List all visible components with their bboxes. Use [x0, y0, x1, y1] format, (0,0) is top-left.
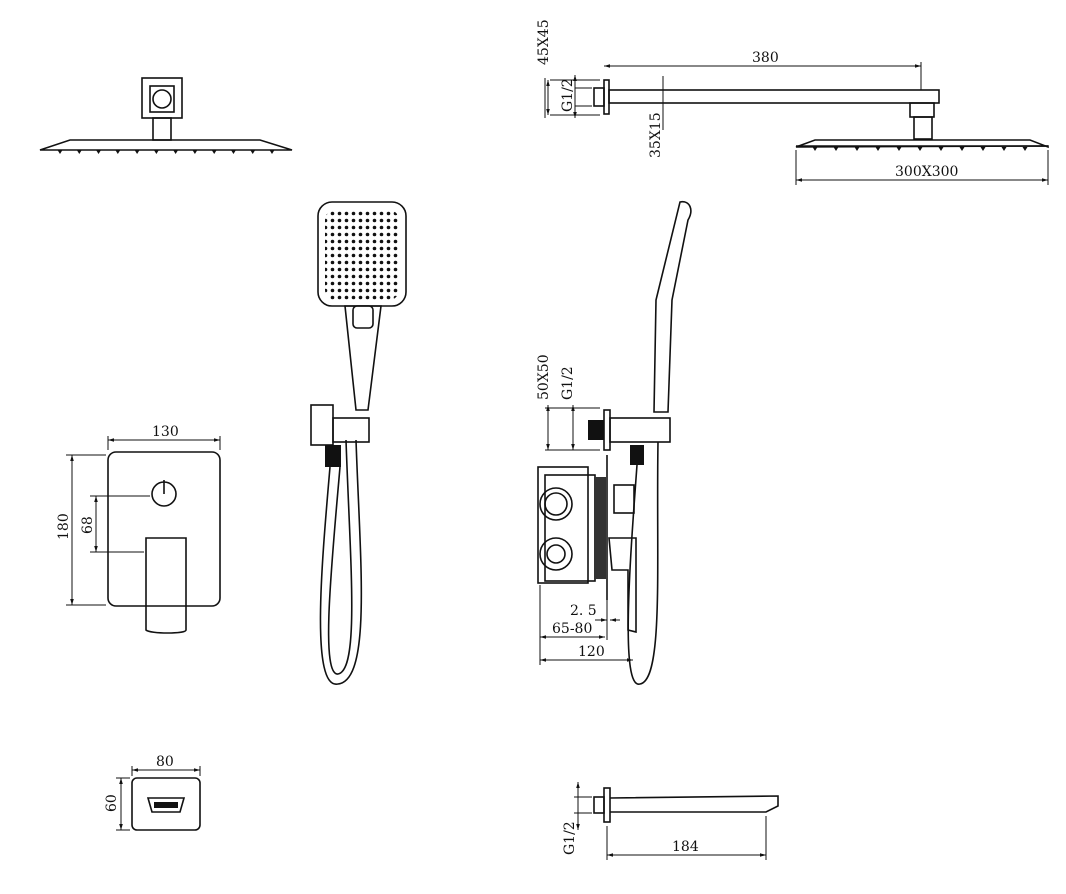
hand-shower-side-view: [588, 200, 692, 685]
shower-arm-side-view: 45X45 G1/2 380 35X15 300X300: [536, 19, 1049, 185]
dim-arm-flange: 45X45: [536, 19, 552, 65]
dim-arm-section: 35X15: [648, 112, 664, 158]
hand-shower-front-view: [310, 201, 407, 685]
nozzle-mark: [938, 147, 944, 151]
nozzle-mark: [230, 150, 236, 154]
nozzle-mark: [211, 150, 217, 154]
dim-wall-depth: 65-80: [552, 621, 592, 637]
nozzle-mark: [1022, 147, 1028, 151]
nozzle-mark: [134, 150, 140, 154]
nozzle-mark: [173, 150, 179, 154]
nozzle-mark: [192, 150, 198, 154]
valve-body-side-view: 50X50 G1/2 2. 5 65-80 120: [536, 354, 637, 665]
mixer-plate-front-view: 130 180 68: [56, 424, 221, 634]
dim-arm-length: 380: [752, 50, 779, 66]
nozzle-mark: [269, 150, 275, 154]
nozzle-mark: [896, 147, 902, 151]
dim-holder-flange: 50X50: [536, 354, 552, 400]
nozzle-mark: [833, 147, 839, 151]
nozzle-mark: [250, 150, 256, 154]
dim-spout-length: 184: [672, 839, 699, 855]
dim-arm-thread: G1/2: [560, 78, 576, 112]
nozzle-mark: [76, 150, 82, 154]
nozzle-mark: [153, 150, 159, 154]
dim-plate-gap: 2. 5: [570, 603, 597, 619]
dim-spout-plate-width: 80: [156, 754, 174, 770]
spout-front-view: 80 60: [104, 754, 201, 831]
nozzle-mark: [115, 150, 121, 154]
dim-handle-offset: 68: [80, 516, 96, 534]
spout-side-view: G1/2 184: [562, 782, 779, 860]
nozzle-mark: [1001, 147, 1007, 151]
dim-spout-plate-height: 60: [104, 794, 120, 812]
nozzle-mark: [917, 147, 923, 151]
dim-head-size: 300X300: [895, 164, 958, 180]
nozzle-mark: [57, 150, 63, 154]
dim-valve-depth: 120: [578, 644, 605, 660]
nozzle-mark: [812, 147, 818, 151]
nozzle-mark: [959, 147, 965, 151]
dim-plate-height: 180: [56, 513, 72, 540]
nozzle-mark: [980, 147, 986, 151]
nozzle-mark: [854, 147, 860, 151]
nozzle-mark: [96, 150, 102, 154]
dim-holder-thread: G1/2: [560, 366, 576, 400]
rain-head-front-view: [39, 77, 293, 154]
nozzle-mark: [875, 147, 881, 151]
dim-plate-width: 130: [152, 424, 179, 440]
dim-spout-thread: G1/2: [562, 821, 578, 855]
